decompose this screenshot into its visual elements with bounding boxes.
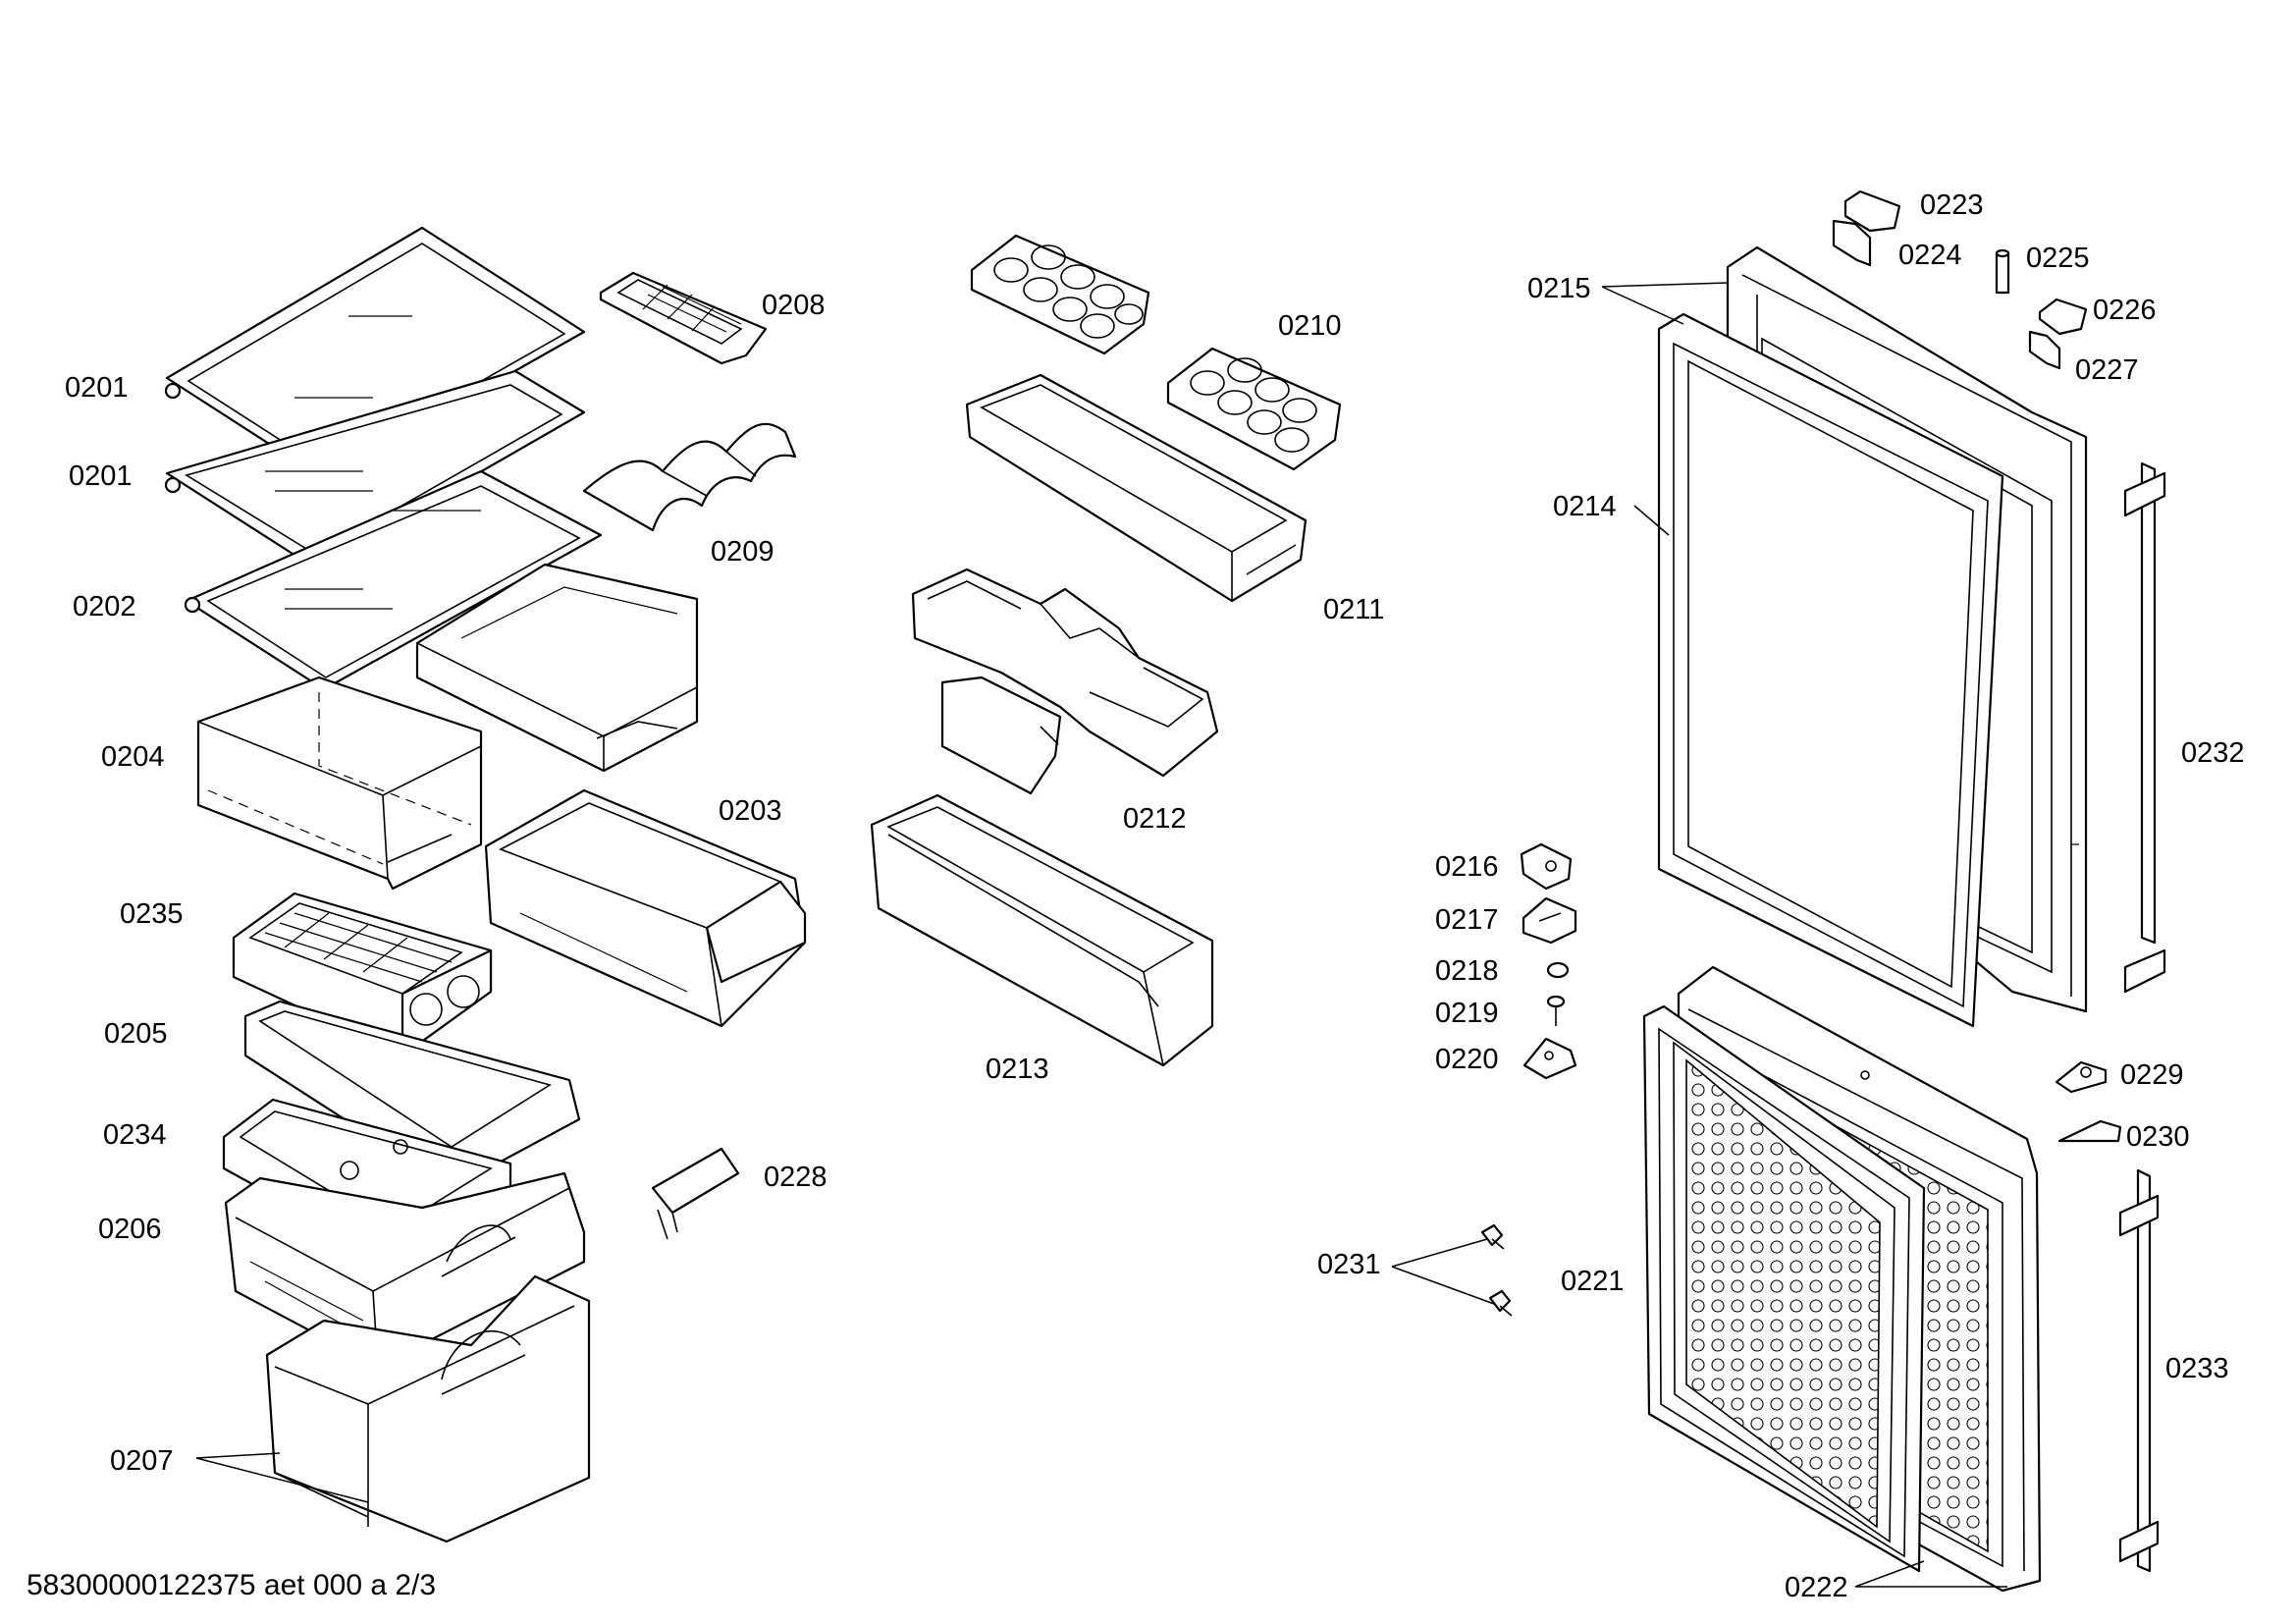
label-0207: 0207 [110,1445,174,1477]
part-0216-hinge [1520,842,1573,891]
part-0231-screws [1480,1223,1513,1317]
label-0217: 0217 [1435,904,1499,936]
part-0209-bottle-rack [582,422,797,532]
part-0211-door-shelf [965,373,1308,603]
label-0222: 0222 [1785,1572,1848,1603]
label-0232: 0232 [2181,737,2245,769]
label-0229: 0229 [2120,1059,2184,1091]
label-0218: 0218 [1435,955,1499,987]
label-0204: 0204 [101,741,165,773]
part-0208-ice-tray [599,271,768,365]
part-0218-cap [1546,961,1570,979]
label-0231: 0231 [1317,1249,1381,1280]
part-0227 [2028,330,2061,370]
label-0235: 0235 [120,898,184,930]
part-0235-ice-tray [232,892,493,1057]
label-0234: 0234 [103,1119,167,1151]
label-0226: 0226 [2093,295,2157,326]
part-0223 [1843,189,1901,233]
label-0228: 0228 [764,1162,828,1193]
label-0213: 0213 [986,1054,1049,1085]
label-0227: 0227 [2075,354,2139,386]
part-0204-box [196,676,483,891]
label-0202: 0202 [73,591,136,623]
part-0225 [1995,248,2010,295]
part-0228-clip [651,1147,740,1240]
label-0203: 0203 [719,795,782,827]
leader-lines [195,282,2007,1588]
label-0209: 0209 [711,536,774,568]
part-0219-screw [1546,995,1566,1026]
part-0230-cap [2057,1119,2122,1143]
label-0230: 0230 [2126,1121,2190,1153]
label-0201-upper: 0201 [65,372,129,404]
part-0217-hinge [1522,896,1577,945]
label-0214: 0214 [1553,491,1617,522]
part-0205-frame [243,1000,581,1190]
label-0211: 0211 [1323,594,1384,625]
part-0214-door-seal [1657,312,2004,1028]
part-0222-door-seal [1642,1004,1926,1573]
label-0205: 0205 [104,1018,168,1050]
drawing-number: 58300000122375 aet 000 a 2/3 [27,1569,436,1601]
part-0226 [2038,298,2088,336]
part-0224 [1832,219,1872,267]
label-0223: 0223 [1920,189,1984,221]
part-crisper-upper [415,563,699,773]
label-0206: 0206 [98,1214,162,1245]
part-0202-shelf [184,469,603,691]
label-0225: 0225 [2026,243,2090,274]
part-0203-drawer [484,788,807,1028]
part-0206-drawer [224,1171,586,1369]
label-0233: 0233 [2165,1353,2229,1384]
part-0233-handle [2118,1168,2160,1573]
part-0213-bottle-shelf [870,793,1214,1067]
part-0210-egg-tray-lower [1166,347,1342,471]
label-0201-lower: 0201 [69,460,133,492]
label-0216: 0216 [1435,851,1499,883]
label-0221: 0221 [1561,1266,1625,1297]
part-0229-hinge [2055,1060,2108,1094]
part-0201-glass-shelf-lower [164,369,586,569]
label-0219: 0219 [1435,998,1499,1029]
label-0215: 0215 [1527,273,1591,304]
label-0208: 0208 [762,290,826,321]
part-0212-door-shelf [911,568,1219,795]
part-labels: 0201 0201 0202 0204 0235 0205 0234 0206 … [27,189,2245,1603]
part-0207-drawer [265,1274,591,1543]
label-0210: 0210 [1278,310,1342,342]
part-0232-handle [2123,461,2166,994]
label-0224: 0224 [1898,240,1962,271]
label-0212: 0212 [1123,803,1187,835]
label-0220: 0220 [1435,1044,1499,1075]
part-0210-egg-tray-upper [970,234,1150,355]
part-0220-hinge [1522,1037,1577,1080]
